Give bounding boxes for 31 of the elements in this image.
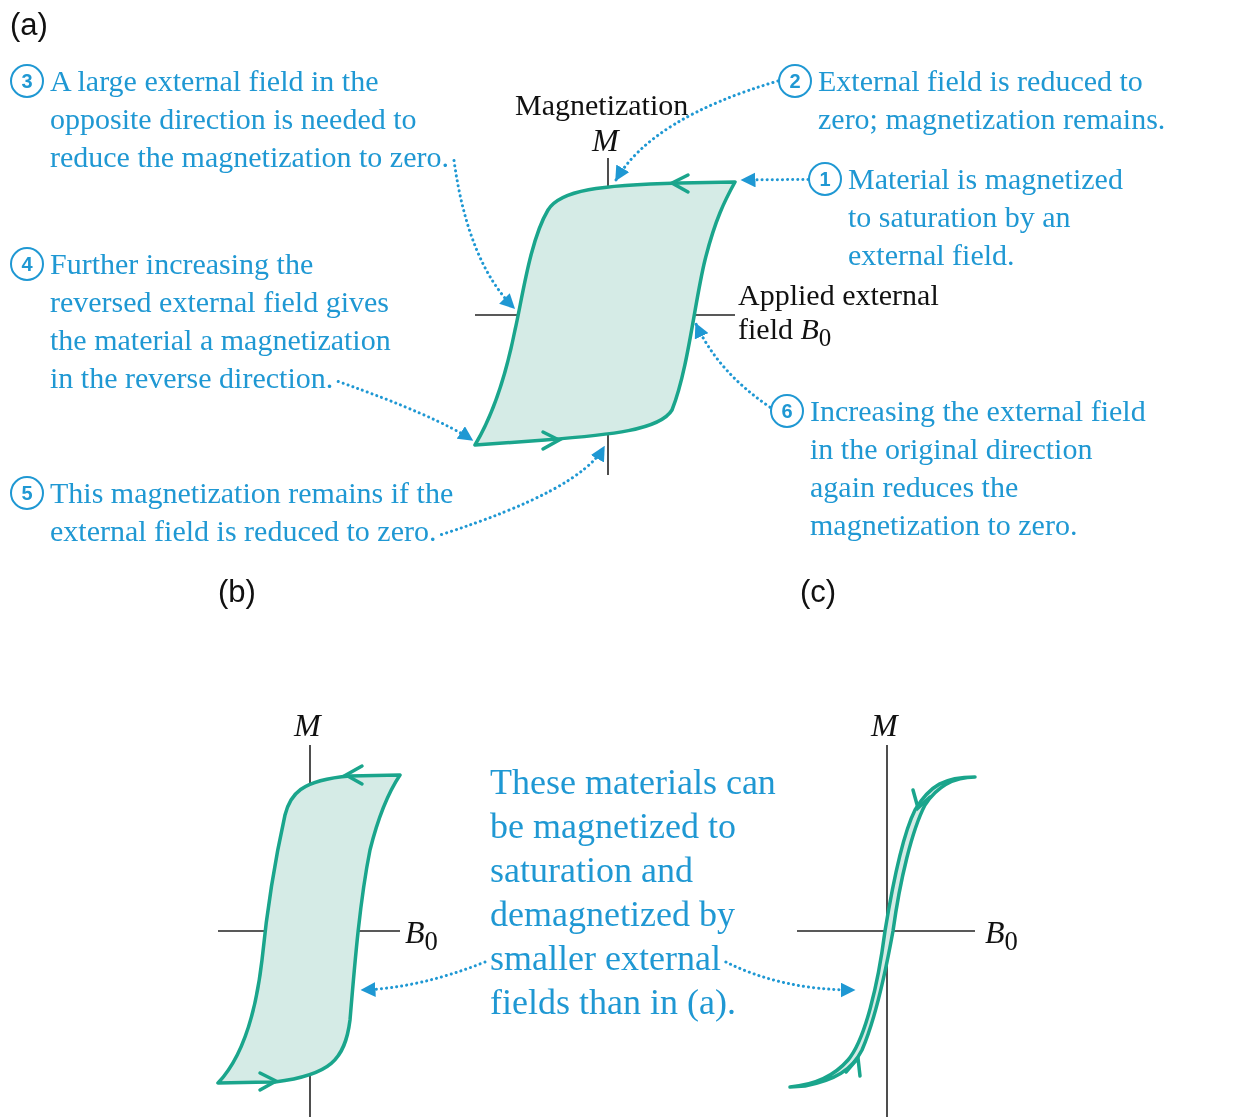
axis-label: B$_{0}$ — [985, 915, 1018, 959]
panel-label: (c) — [800, 575, 837, 609]
leader-line — [694, 322, 772, 409]
callout-text: Further increasing the reversed external field gives the material a magnetization in the reverse direction. — [50, 246, 392, 396]
leader-line — [724, 960, 856, 998]
callout-text: External field is reduced to zero; magnetization remains. — [818, 63, 1167, 137]
note-text: These materials can be magnetized to saturation and demagnetized by smaller external fields than in (a). — [490, 761, 777, 1024]
callout-text: Material is magnetized to saturation by an external field. — [848, 161, 1124, 273]
leader-line — [336, 380, 474, 442]
leader-line — [440, 445, 606, 536]
leader-line — [452, 159, 516, 310]
axis-label: M — [871, 708, 898, 742]
axis-label: Magnetization — [515, 88, 689, 122]
leader-line — [360, 960, 487, 997]
callout-number: 2 — [778, 64, 812, 98]
axis-label: Applied external field B$_{0}$ — [738, 278, 940, 353]
axis-label: M — [294, 708, 321, 742]
leader-line — [740, 172, 810, 188]
callout-text: A large external field in the opposite direction is needed to reduce the magnetization to zero. — [50, 63, 450, 175]
callout-number: 3 — [10, 64, 44, 98]
callout-number: 5 — [10, 476, 44, 510]
callout-number: 4 — [10, 247, 44, 281]
callout-text: Increasing the external field in the original direction again reduces the magnetization to zero. — [810, 393, 1147, 543]
axis-label: M — [592, 123, 619, 157]
callout-number: 6 — [770, 394, 804, 428]
callout-number: 1 — [808, 162, 842, 196]
axis-label: B$_{0}$ — [405, 915, 438, 959]
panel-label: (a) — [10, 8, 48, 42]
panel-label: (b) — [218, 575, 256, 609]
callout-text: This magnetization remains if the external field is reduced to zero. — [50, 475, 455, 549]
leader-line — [614, 79, 780, 182]
